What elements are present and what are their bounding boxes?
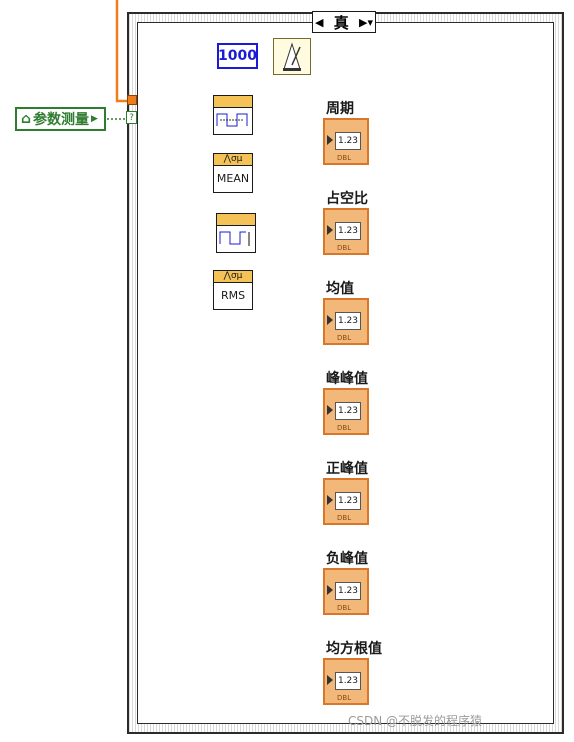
indicator-positive-peak[interactable]: 1.23 DBL: [323, 478, 369, 525]
home-icon: ⌂: [21, 111, 32, 127]
indicator-label-rms: 均方根值: [326, 641, 382, 657]
wait-timer-vi[interactable]: [273, 38, 311, 75]
indicator-rms[interactable]: 1.23 DBL: [323, 658, 369, 705]
case-selector-value: 真: [333, 13, 349, 32]
arrow-right-icon: ▶: [91, 114, 98, 124]
vi-header: [217, 214, 255, 226]
input-tunnel[interactable]: [127, 95, 137, 105]
indicator-label-period: 周期: [326, 101, 354, 117]
watermark: CSDN @不脱发的程序猿: [348, 714, 483, 728]
mean-vi-label: MEAN: [216, 172, 250, 185]
indicator-type: DBL: [337, 424, 352, 432]
indicator-type: DBL: [337, 334, 352, 342]
indicator-period[interactable]: 1.23 DBL: [323, 118, 369, 165]
indicator-value: 1.23: [335, 312, 361, 330]
period-vi[interactable]: [213, 95, 253, 135]
indicator-negative-peak[interactable]: 1.23 DBL: [323, 568, 369, 615]
rms-vi[interactable]: ⋀σμ RMS: [213, 270, 253, 310]
decrement-arrow-icon[interactable]: ◀: [315, 15, 324, 29]
indicator-value: 1.23: [335, 222, 361, 240]
waveform-amplitude-icon: [219, 231, 250, 246]
indicator-type: DBL: [337, 244, 352, 252]
increment-arrow-icon[interactable]: ▶▾: [359, 15, 373, 29]
vi-header: [214, 96, 252, 108]
vi-header: ⋀σμ: [214, 271, 252, 283]
case-terminal[interactable]: ?: [126, 111, 137, 124]
mean-vi[interactable]: ⋀σμ MEAN: [213, 153, 253, 193]
indicator-type: DBL: [337, 604, 352, 612]
input-arrow-icon: [327, 585, 333, 595]
input-arrow-icon: [327, 495, 333, 505]
vi-header: ⋀σμ: [214, 154, 252, 166]
indicator-value: 1.23: [335, 582, 361, 600]
indicator-value: 1.23: [335, 492, 361, 510]
indicator-value: 1.23: [335, 132, 361, 150]
indicator-value: 1.23: [335, 402, 361, 420]
rms-vi-label: RMS: [220, 289, 246, 302]
indicator-label-negative-peak: 负峰值: [326, 551, 368, 567]
input-arrow-icon: [327, 405, 333, 415]
amplitude-vi[interactable]: [216, 213, 256, 253]
indicator-mean[interactable]: 1.23 DBL: [323, 298, 369, 345]
input-arrow-icon: [327, 675, 333, 685]
indicator-type: DBL: [337, 694, 352, 702]
indicator-value: 1.23: [335, 672, 361, 690]
indicator-type: DBL: [337, 514, 352, 522]
input-arrow-icon: [327, 135, 333, 145]
metronome-icon: [283, 42, 301, 71]
indicator-label-duty: 占空比: [326, 191, 368, 207]
indicator-label-mean: 均值: [326, 281, 354, 297]
parameter-control-label: 参数测量: [33, 112, 90, 128]
input-arrow-icon: [327, 225, 333, 235]
parameter-control[interactable]: ⌂ 参数测量 ▶: [15, 107, 106, 131]
indicator-type: DBL: [337, 154, 352, 162]
waveform-timing-icon: [216, 113, 248, 127]
indicator-duty[interactable]: 1.23 DBL: [323, 208, 369, 255]
indicator-peak-to-peak[interactable]: 1.23 DBL: [323, 388, 369, 435]
indicator-label-peak-to-peak: 峰峰值: [326, 371, 368, 387]
wait-constant[interactable]: 1000: [217, 43, 258, 69]
input-arrow-icon: [327, 315, 333, 325]
case-selector[interactable]: ◀ 真 ▶▾: [312, 11, 376, 33]
indicator-label-positive-peak: 正峰值: [326, 461, 368, 477]
